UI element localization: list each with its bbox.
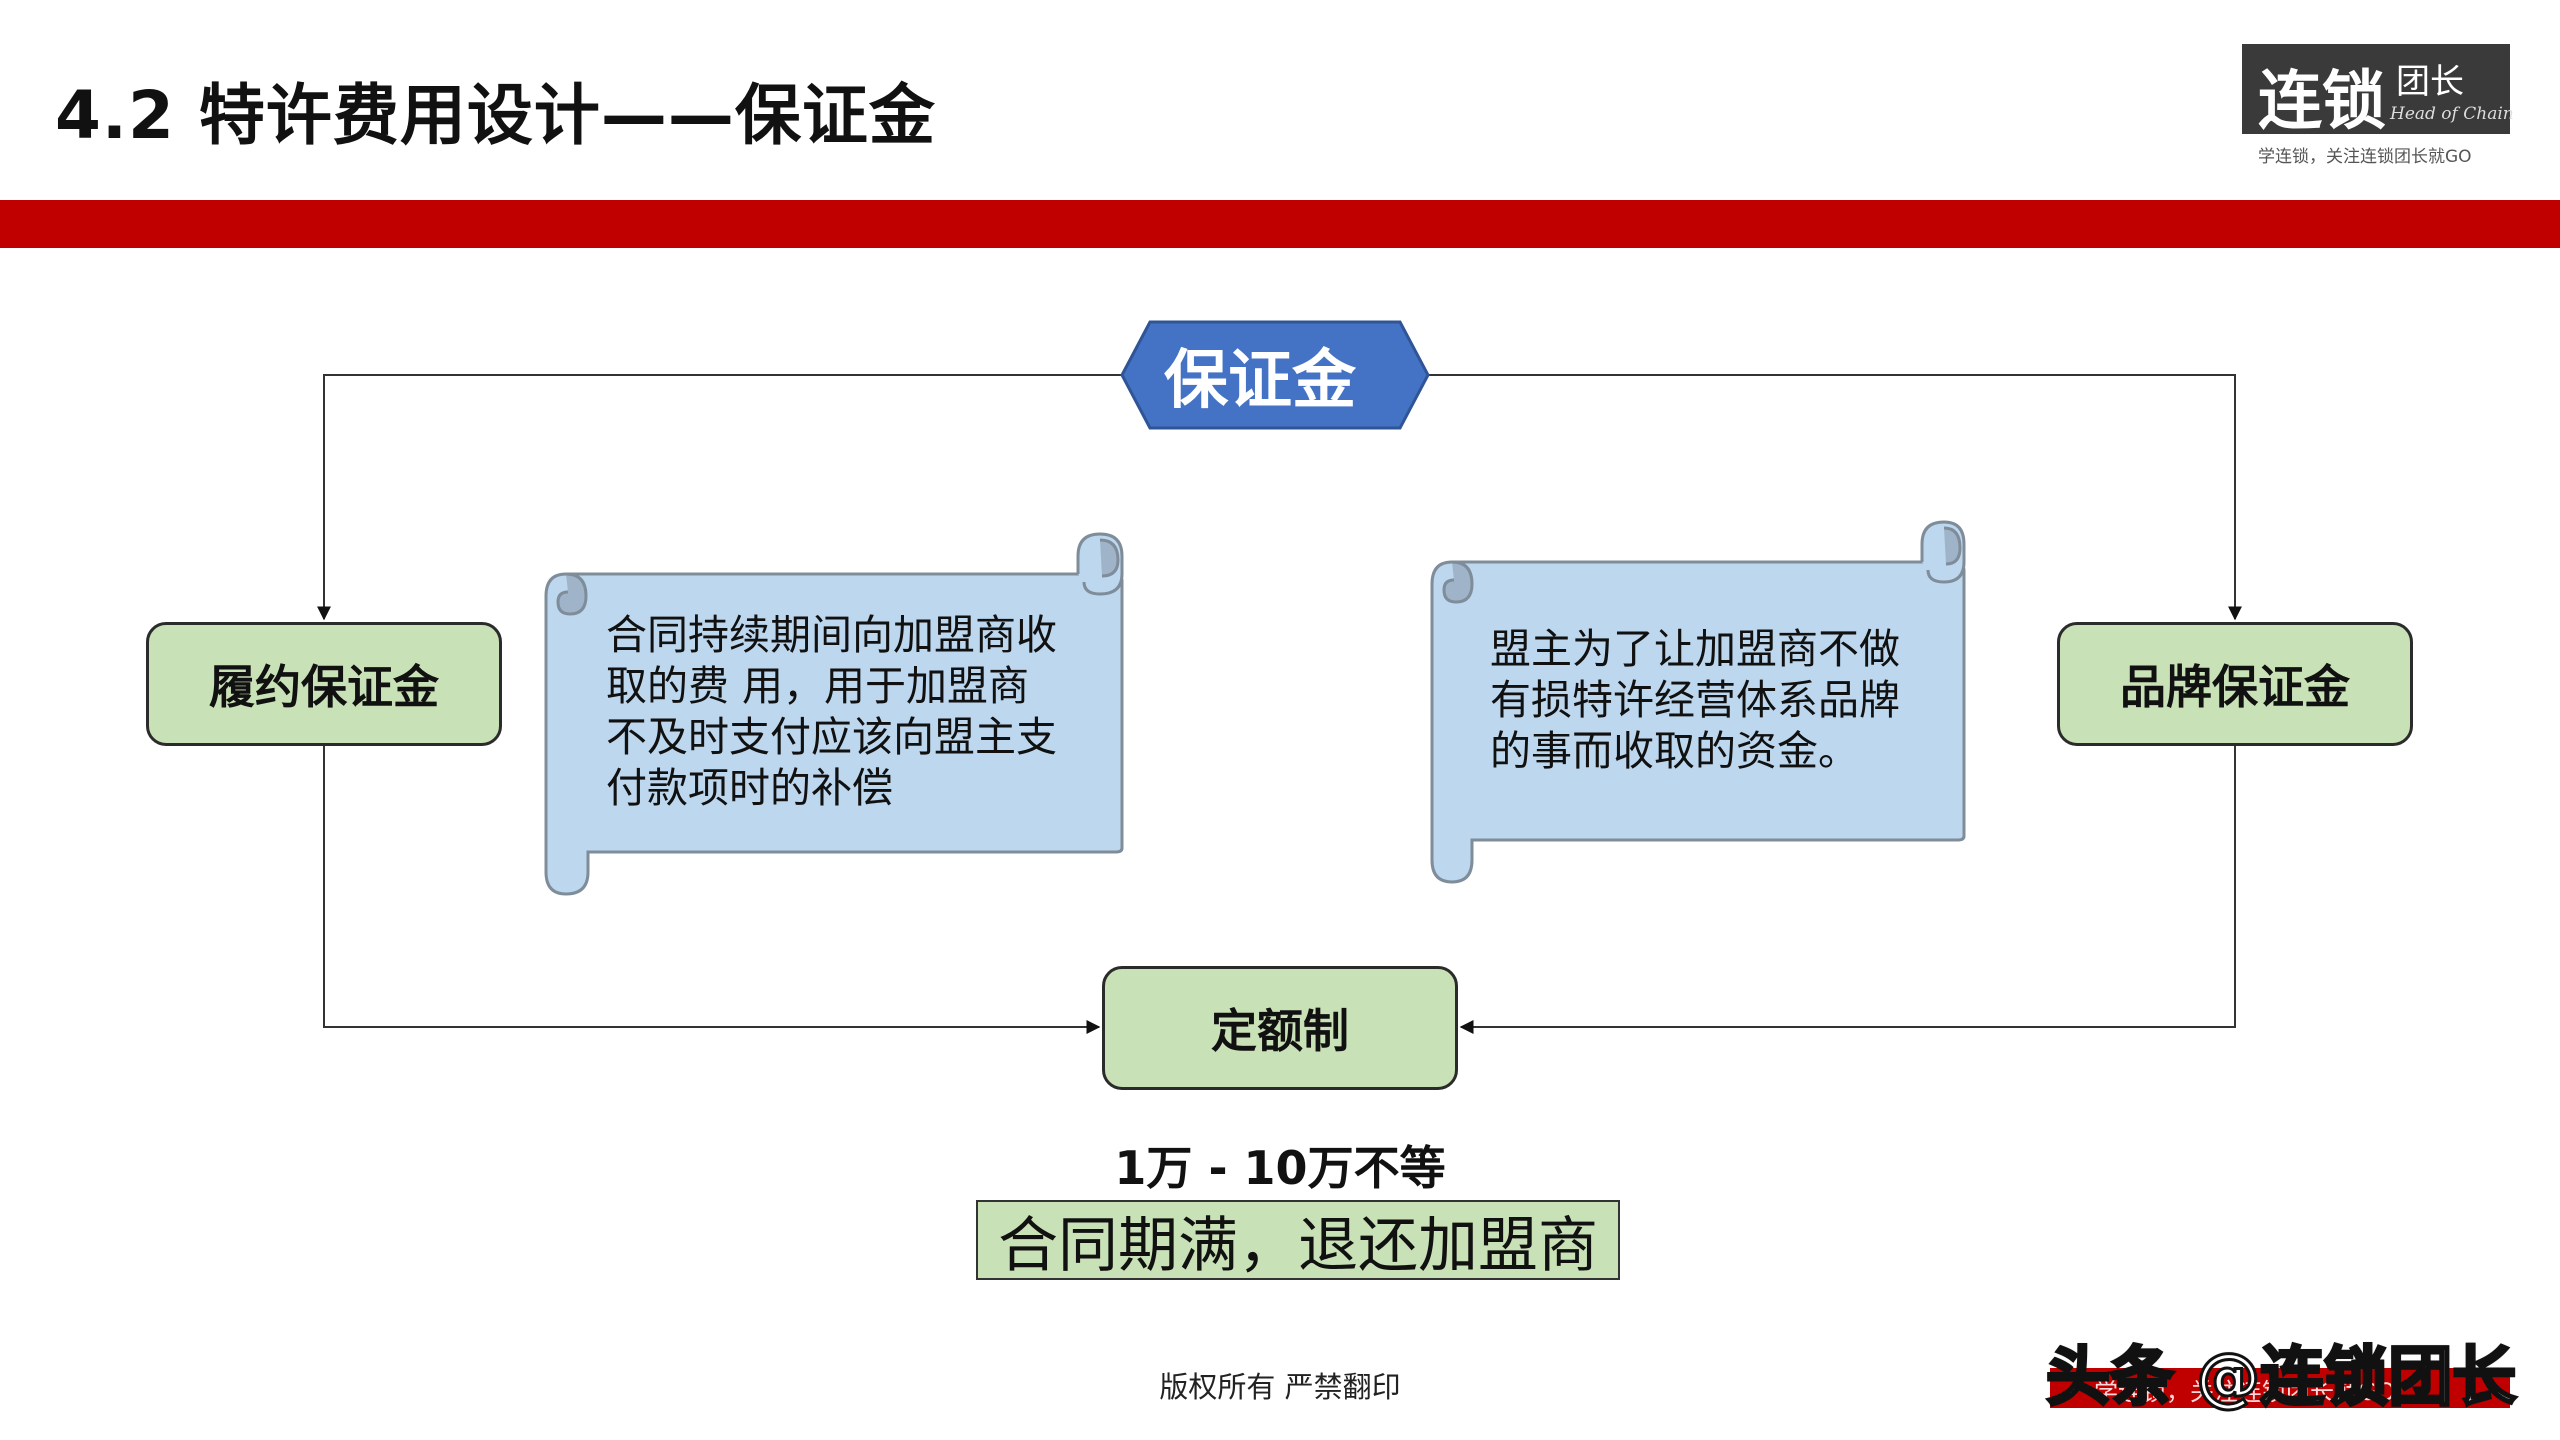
connector-top-right: [1426, 374, 2242, 621]
center-label: 保证金: [1164, 344, 1356, 418]
page-title: 4.2 特许费用设计——保证金: [55, 77, 936, 154]
connector-bottom-right: [1459, 746, 2236, 1034]
connector-bottom-left: [323, 746, 1101, 1034]
left-scroll-text: 合同持续期间向加盟商收 取的费 用，用于加盟商 不及时支付应该向盟主支 付款项时…: [606, 610, 1086, 814]
watermark-text: 头条 @连锁团长: [2044, 1340, 2517, 1417]
amount-range: 1万 - 10万不等: [1114, 1141, 1446, 1195]
copyright-text: 版权所有 严禁翻印: [1159, 1370, 1401, 1404]
logo-tagline: 学连锁，关注连锁团长就GO: [2258, 147, 2472, 167]
performance-deposit-node: 履约保证金: [146, 622, 502, 746]
refund-note: 合同期满，退还加盟商: [976, 1200, 1620, 1281]
left-scroll-line: 不及时支付应该向盟主支: [606, 713, 1057, 761]
left-scroll-line: 取的费 用，用于加盟商: [606, 662, 1030, 710]
left-scroll-line: 合同持续期间向加盟商收: [606, 611, 1057, 659]
center-hexagon: [1120, 320, 1430, 430]
left-scroll-line: 付款项时的补偿: [606, 764, 893, 812]
right-scroll-text: 盟主为了让加盟商不做 有损特许经营体系品牌 的事而收取的资金。: [1490, 624, 1950, 777]
logo-main-text: 连锁: [2258, 65, 2386, 139]
left-scroll-shape: [544, 532, 1124, 896]
logo-english-text: Head of Chain: [2390, 104, 2514, 124]
watermark-bar: [2050, 1368, 2510, 1408]
logo: [2242, 44, 2510, 134]
header-red-bar: [0, 200, 2560, 248]
right-scroll-line: 的事而收取的资金。: [1490, 727, 1859, 775]
right-scroll-line: 有损特许经营体系品牌: [1490, 676, 1900, 724]
right-scroll-line: 盟主为了让加盟商不做: [1490, 625, 1900, 673]
watermark-bar-text: 学连锁，关注连锁团长就GO: [2094, 1378, 2396, 1406]
fixed-amount-node: 定额制: [1102, 966, 1458, 1090]
logo-sub-text: 团长: [2396, 62, 2464, 102]
brand-deposit-node: 品牌保证金: [2057, 622, 2413, 746]
right-scroll-shape: [1430, 520, 1966, 884]
connector-top-left: [317, 374, 1124, 621]
